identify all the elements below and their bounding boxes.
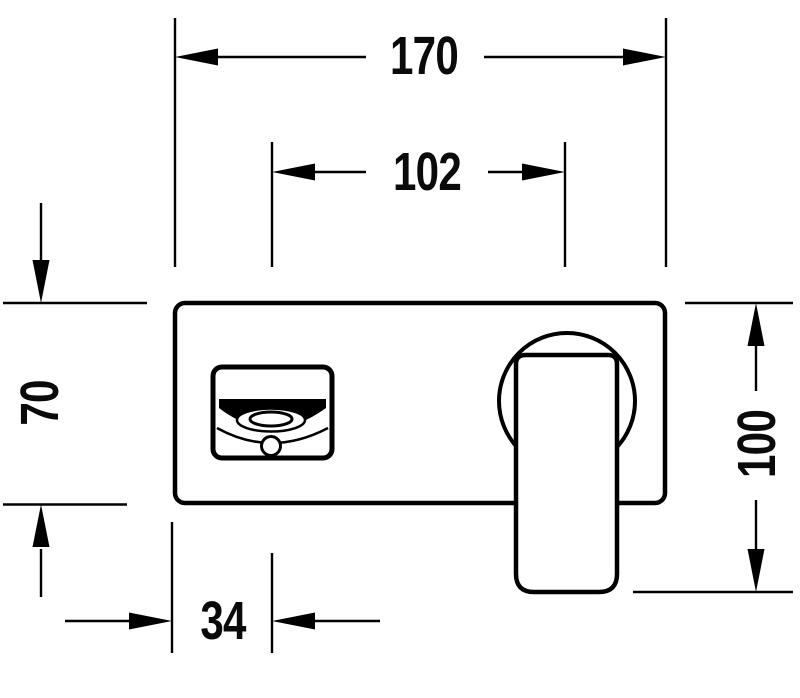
dimension-handle-height: [633, 301, 793, 594]
dimension-plate-height: [3, 203, 147, 597]
dim-label-handle-height: 100: [727, 410, 787, 478]
arrowhead-up-icon: [747, 303, 765, 346]
dim-label-plate-width: 170: [390, 26, 459, 86]
spout: [210, 364, 335, 461]
arrowhead-up-icon: [32, 504, 50, 547]
arrowhead-down-icon: [747, 549, 765, 592]
arrowhead-right-icon: [129, 612, 172, 630]
arrowhead-right-icon: [522, 163, 565, 181]
dim-label-edge-to-spout: 34: [200, 591, 246, 651]
arrowhead-down-icon: [32, 260, 50, 303]
lever-handle: [513, 352, 620, 595]
arrowhead-left-icon: [175, 48, 218, 66]
dimension-plate-width: [173, 18, 668, 267]
dimension-edge-to-spout: [65, 522, 380, 653]
dim-label-plate-height: 70: [10, 380, 70, 426]
arrowhead-left-icon: [272, 612, 315, 630]
arrowhead-left-icon: [272, 163, 315, 181]
dim-label-spout-to-handle: 102: [393, 142, 462, 202]
aerator-ring-inner: [248, 410, 294, 428]
faucet-front-view: [172, 300, 668, 595]
dimension-spout-to-handle: [270, 142, 567, 267]
arrowhead-right-icon: [623, 48, 666, 66]
spout-drain-dot: [260, 435, 282, 457]
